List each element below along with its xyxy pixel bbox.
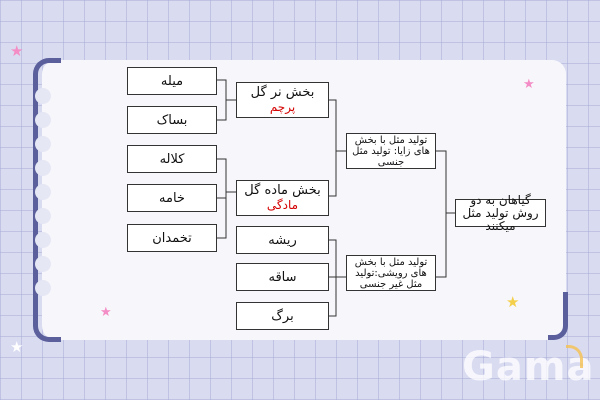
margin-dot [35,208,51,224]
node-root-title: گیاهان به دو روش تولید مثل میکنند [455,193,546,232]
margin-dot [35,256,51,272]
node-saqeh: ساقه [236,263,329,291]
node-barg: برگ [236,302,329,330]
margin-dot [35,112,51,128]
margin-dot [35,160,51,176]
node-bassak: بساک [127,106,217,134]
margin-dot [35,136,51,152]
node-female-part-title: بخش ماده گل [244,183,321,198]
node-tokhmdan: تخمدان [127,224,217,252]
margin-dot [35,232,51,248]
node-sexual-reproduction: تولید مثل با بخش های زایا: تولید مثل جنس… [346,133,436,169]
node-male-part: بخش نر گل پرچم [236,82,329,118]
node-female-part: بخش ماده گل مادگی [236,180,329,216]
node-khameh: خامه [127,184,217,212]
node-kalaleh: کلاله [127,145,217,173]
node-male-part-sub: پرچم [269,100,296,114]
pink-star-icon: ★ [10,42,24,60]
right-bracket-decoration [548,292,568,340]
pink-star-icon: ★ [100,305,112,320]
node-male-part-title: بخش نر گل [250,85,315,100]
margin-dot [35,184,51,200]
watermark-arc-icon [566,345,583,368]
node-mileh: میله [127,67,217,95]
white-star-icon: ★ [10,338,24,356]
node-female-part-sub: مادگی [266,198,299,212]
node-risheh: ریشه [236,226,329,254]
left-bracket-decoration [33,58,61,342]
pink-star-icon: ★ [523,77,535,92]
margin-dot [35,88,51,104]
yellow-star-icon: ★ [506,293,520,311]
margin-dot [35,280,51,296]
node-vegetative-reproduction: تولید مثل با بخش های رویشی:تولید مثل غیر… [346,255,436,291]
